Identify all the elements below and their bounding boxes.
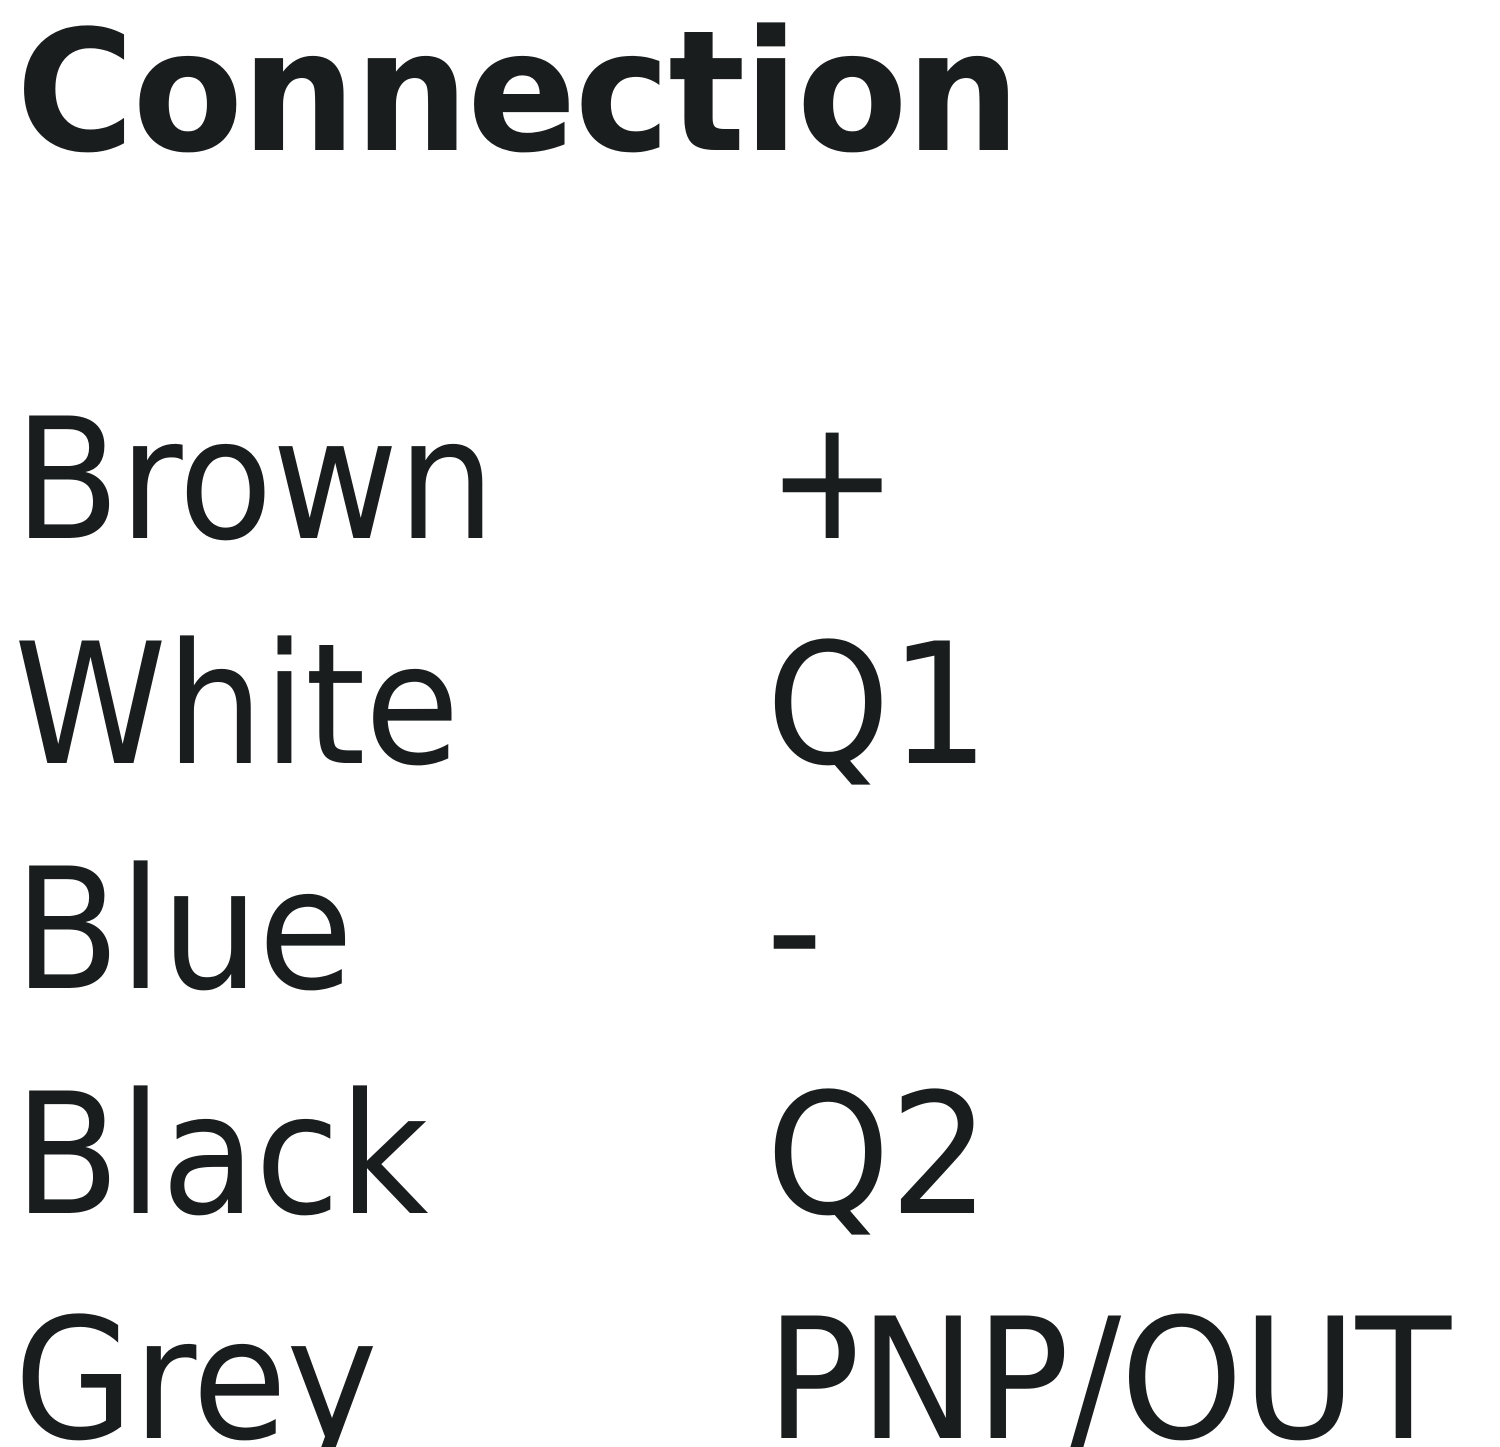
page-title: Connection: [16, 0, 1021, 190]
wire-color-label: Brown: [14, 382, 495, 578]
signal-label: Q2: [766, 1057, 990, 1253]
wire-color-label: White: [14, 607, 460, 803]
signal-label: Q1: [766, 607, 990, 803]
table-row: Brown +: [0, 330, 1500, 578]
signal-label: PNP/OUT: [766, 1282, 1451, 1447]
signal-label: -: [766, 832, 823, 1028]
table-row: Black Q2: [0, 1005, 1500, 1253]
table-row: White Q1: [0, 555, 1500, 803]
signal-label: +: [766, 382, 898, 578]
table-row: Blue -: [0, 780, 1500, 1028]
connection-table: Brown + White Q1 Blue - Black Q2 Grey PN…: [0, 330, 1500, 1447]
wire-color-label: Grey: [14, 1282, 378, 1447]
table-row: Grey PNP/OUT: [0, 1230, 1500, 1447]
wire-color-label: Black: [14, 1057, 429, 1253]
wire-color-label: Blue: [14, 832, 353, 1028]
